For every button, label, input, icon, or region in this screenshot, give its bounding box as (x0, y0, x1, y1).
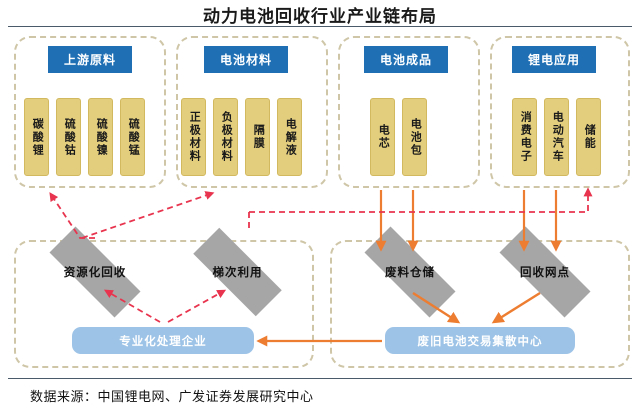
arrow-recovery-to-materials (81, 191, 215, 239)
page-title: 动力电池回收行业产业链布局 (203, 7, 437, 26)
chip-materials-3: 电解液 (277, 98, 302, 176)
chip-applications-2: 储能 (576, 98, 601, 176)
chip-upstream-1: 硫酸钴 (56, 98, 81, 176)
diamond-label: 回收网点 (520, 267, 570, 279)
arrow-network-to-applications (249, 187, 593, 213)
stage-header-upstream: 上游原料 (48, 46, 132, 73)
diamond-resource-recovery: 资源化回收 (30, 226, 160, 318)
diamond-label: 废料仓储 (385, 267, 435, 279)
chip-applications-0: 消费电子 (512, 98, 537, 176)
chip-applications-1: 电动汽车 (544, 98, 569, 176)
data-source-note: 数据来源：中国锂电网、广发证券发展研究中心 (30, 389, 314, 404)
diamond-label: 梯次利用 (212, 267, 263, 279)
title-divider (8, 26, 632, 27)
box-waste-battery-trading-center: 废旧电池交易集散中心 (385, 327, 575, 354)
chip-materials-2: 隔膜 (245, 98, 270, 176)
chip-cells-0: 电芯 (370, 98, 395, 176)
stage-group-cells (338, 36, 480, 188)
stage-header-cells: 电池成品 (364, 46, 448, 73)
chip-upstream-3: 硫酸锰 (120, 98, 145, 176)
recycle-group-collection (330, 240, 630, 368)
chip-materials-0: 正极材料 (181, 98, 206, 176)
chip-upstream-0: 碳酸锂 (24, 98, 49, 176)
footer-divider (8, 378, 632, 379)
diamond-cascade-use: 梯次利用 (175, 227, 300, 317)
diamond-label: 资源化回收 (63, 267, 127, 279)
chip-cells-1: 电池包 (402, 98, 427, 176)
chip-upstream-2: 硫酸镍 (88, 98, 113, 176)
diamond-recycle-network: 回收网点 (480, 226, 610, 318)
stage-group-materials (176, 36, 328, 188)
stage-header-applications: 锂电应用 (512, 46, 596, 73)
stage-group-upstream (14, 36, 166, 188)
diamond-scrap-storage: 废料仓储 (345, 226, 475, 318)
recycle-group-processing (14, 240, 314, 368)
stage-header-materials: 电池材料 (204, 46, 288, 73)
chip-materials-1: 负极材料 (213, 98, 238, 176)
stage-group-applications (490, 36, 630, 188)
box-professional-processing: 专业化处理企业 (72, 327, 254, 354)
